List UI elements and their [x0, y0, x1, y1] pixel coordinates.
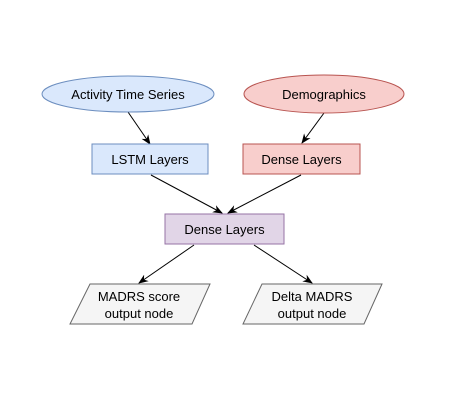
dense-right-label: Dense Layers — [261, 152, 342, 167]
node-dense-layers-merge: Dense Layers — [164, 213, 285, 245]
edge-dense-to-merge — [227, 174, 302, 214]
edge-merge-to-madrs-score — [138, 244, 195, 284]
madrs-score-label-line2: output node — [105, 306, 174, 321]
node-delta-madrs-output: Delta MADRS output node — [242, 283, 383, 325]
lstm-box — [91, 143, 209, 175]
demographics-ellipse — [243, 74, 405, 114]
dense-right-box — [242, 143, 361, 175]
edges — [127, 111, 325, 284]
delta-madrs-shape — [242, 283, 383, 325]
activity-label: Activity Time Series — [71, 87, 185, 102]
node-madrs-score-output: MADRS score output node — [69, 283, 211, 325]
dense-merge-box — [164, 213, 285, 245]
edge-demographics-to-dense — [301, 112, 325, 144]
node-demographics: Demographics — [243, 74, 405, 114]
activity-ellipse — [41, 75, 215, 113]
edge-lstm-to-merge — [150, 174, 223, 214]
node-activity-time-series: Activity Time Series — [41, 75, 215, 113]
madrs-score-shape — [69, 283, 211, 325]
delta-madrs-label-line1: Delta MADRS — [272, 289, 353, 304]
edge-activity-to-lstm — [127, 111, 151, 145]
dense-merge-label: Dense Layers — [184, 222, 265, 237]
delta-madrs-label-line2: output node — [278, 306, 347, 321]
madrs-score-label-line1: MADRS score — [98, 289, 180, 304]
node-lstm-layers: LSTM Layers — [91, 143, 209, 175]
node-dense-layers-demographics: Dense Layers — [242, 143, 361, 175]
lstm-label: LSTM Layers — [111, 152, 189, 167]
demographics-label: Demographics — [282, 87, 366, 102]
edge-merge-to-delta-madrs — [253, 244, 313, 284]
